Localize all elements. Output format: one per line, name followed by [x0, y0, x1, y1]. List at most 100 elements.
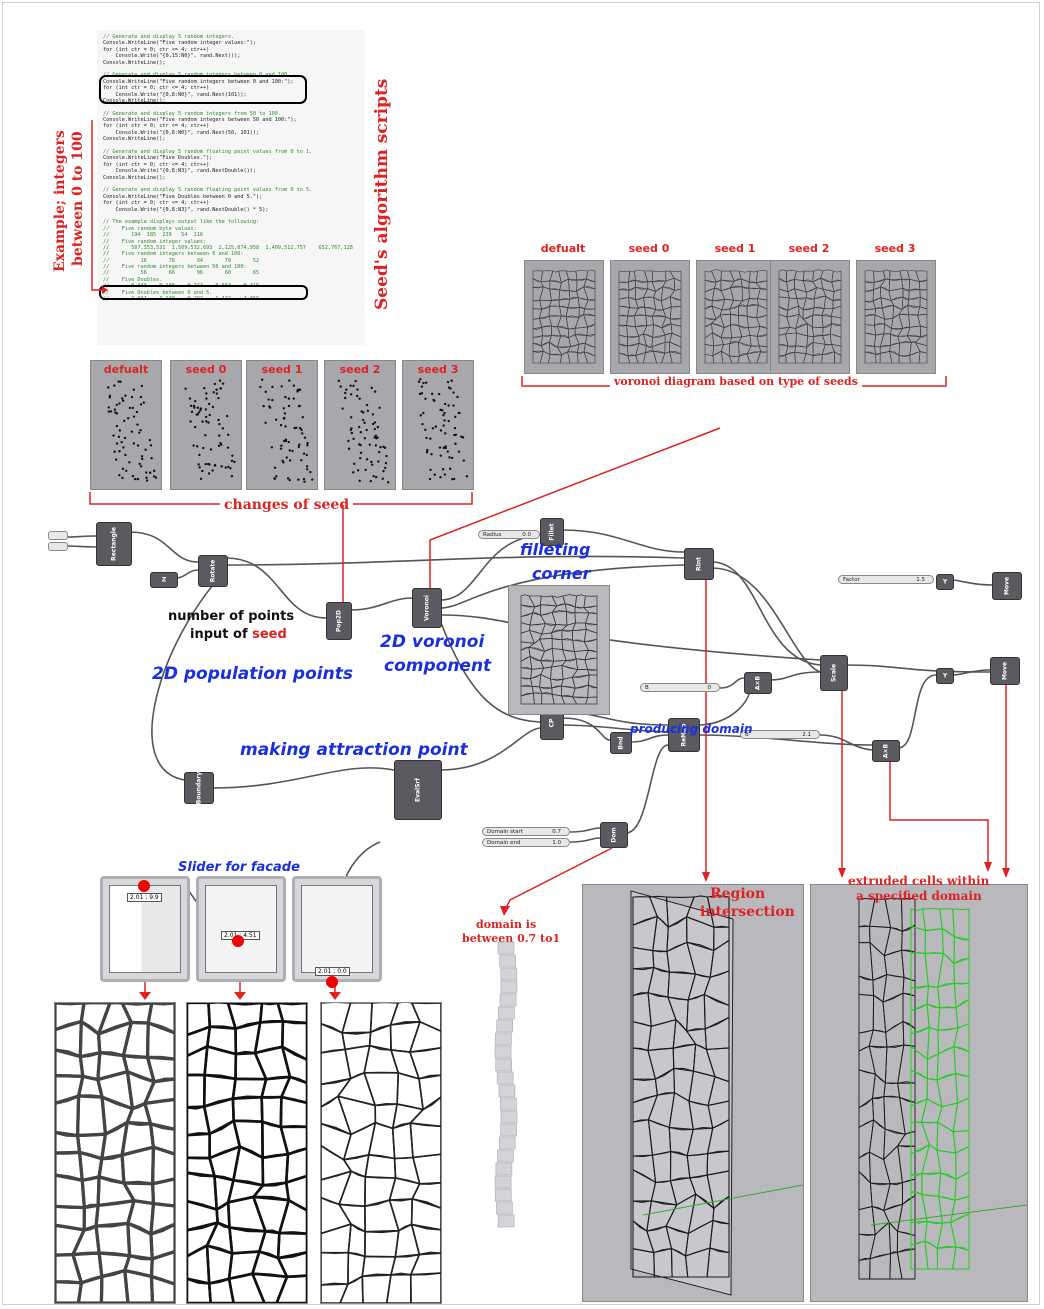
pop2d-component[interactable]: Pop2D	[326, 602, 352, 640]
code-line: // The example displays output like the …	[103, 219, 260, 226]
code-line: // Five random integers between 50 and 1…	[103, 264, 247, 271]
extruded-label-2: a specified domain	[856, 889, 982, 903]
code-line: for (int ctr = 0; ctr <= 4; ctr++)	[103, 161, 210, 168]
voronoi-panel-title: seed 0	[628, 242, 670, 255]
code-line: Console.Write("{0,8:N3}", rand.NextDoubl…	[103, 168, 257, 175]
move-component-2[interactable]: Move	[990, 657, 1020, 685]
rectangle-component[interactable]: Rectangle	[96, 522, 132, 566]
code-line: // Generate and display 5 random floatin…	[103, 149, 313, 156]
voronoi-component[interactable]: Voronoi	[412, 588, 442, 628]
code-line: for (int ctr = 0; ctr <= 4; ctr++)	[103, 46, 210, 53]
code-listing: // Generate and display 5 random integer…	[97, 30, 365, 345]
code-line: // 16 78 94 79 52	[103, 257, 260, 264]
voronoi-panel-title: seed 1	[714, 242, 756, 255]
producing-domain-label: producing domain	[630, 722, 753, 736]
code-line: Console.WriteLine("Five random integer v…	[103, 40, 257, 47]
code-line: Console.WriteLine();	[103, 174, 166, 181]
code-line: Console.WriteLine("Five Doubles between …	[103, 193, 263, 200]
filleting-label-1: filleting	[520, 540, 591, 559]
number-of-points-label: number of points	[168, 609, 295, 624]
facade-result-2	[186, 1002, 308, 1304]
code-line: // Generate and display 5 random floatin…	[103, 187, 313, 194]
rotate-component[interactable]: Rotate	[198, 555, 228, 587]
dom-component[interactable]: Dom	[600, 822, 628, 848]
rint-component[interactable]: RInt	[684, 548, 714, 580]
extruded-cells-view	[810, 884, 1028, 1302]
input-param-2[interactable]	[48, 542, 68, 551]
seeds-scripts-label: Seed's algorithm scripts	[372, 78, 392, 310]
filleting-label-2: corner	[532, 564, 591, 583]
facade-result-1	[54, 1002, 176, 1304]
voronoi-caption: voronoi diagram based on type of seeds	[610, 375, 862, 388]
code-line: // 507,353,531 1,509,532,693 2,125,074,9…	[103, 244, 353, 251]
code-line: Console.Write("{0,15:N0}", rand.Next());	[103, 53, 241, 60]
y-component-2[interactable]: Y	[936, 668, 954, 684]
boundary-component[interactable]: Boundary	[184, 772, 214, 804]
point-seed-panel: seed 0	[170, 360, 242, 490]
example-label-1: Example; integers	[52, 130, 68, 272]
slider-handle-1[interactable]	[138, 880, 150, 892]
region-label-1: Region	[710, 886, 766, 902]
graph-mapper-3[interactable]: 2.01 ; 0.0	[292, 876, 382, 982]
region-intersection-view	[582, 884, 804, 1302]
axb-component-1[interactable]: A×B	[744, 672, 772, 694]
voronoi-preview	[508, 585, 610, 715]
voronoi-seed-panel	[696, 260, 776, 374]
remap-component[interactable]: ReMap	[668, 718, 700, 752]
code-line: // Five random integers between 0 and 10…	[103, 251, 244, 258]
making-attraction-label: making attraction point	[240, 740, 468, 760]
domain-note-2: between 0.7 to1	[462, 932, 561, 945]
fillet-component[interactable]: Fillet	[540, 518, 564, 546]
voronoi-panel-title: defualt	[540, 242, 586, 255]
code-line: Console.Write("{0,8:N0}", rand.Next(50, …	[103, 129, 260, 136]
code-line: // Five random integer values:	[103, 238, 207, 245]
code-line: // 56 66 96 60 65	[103, 270, 260, 277]
slider-handle-3[interactable]	[326, 976, 338, 988]
z-component[interactable]: Z	[150, 572, 178, 588]
point-panel-title: defualt	[103, 363, 149, 376]
voronoi-component-label-1: 2D voronoi	[380, 632, 485, 652]
input-param-1[interactable]	[48, 531, 68, 540]
graph-mapper-2[interactable]: 2.01 ; 4.51	[196, 876, 286, 982]
graph-mapper-1[interactable]: 2.01 ; 9.9	[100, 876, 190, 982]
extruded-label-1: extruded cells within	[848, 874, 990, 888]
point-seed-panel: seed 1	[246, 360, 318, 490]
voronoi-seed-panel	[770, 260, 850, 374]
population-points-label: 2D population points	[152, 664, 353, 684]
code-line: Console.WriteLine("Five Doubles.");	[103, 155, 213, 162]
slider-handle-2[interactable]	[232, 935, 244, 947]
voronoi-seed-panel	[856, 260, 936, 374]
point-panel-title: seed 0	[185, 363, 227, 376]
code-line: Console.WriteLine();	[103, 59, 166, 66]
voronoi-component-label-2: component	[384, 656, 492, 676]
slider-for-facade-label: Slider for facade	[178, 860, 300, 875]
y-component-1[interactable]: Y	[936, 574, 954, 590]
voronoi-seed-panel	[524, 260, 604, 374]
facade-result-3	[320, 1002, 442, 1304]
code-line: for (int ctr = 0; ctr <= 4; ctr++)	[103, 123, 210, 130]
code-line: Console.WriteLine();	[103, 136, 166, 143]
evalsrf-component[interactable]: EvalSrf	[394, 760, 442, 820]
code-line: // Generate and display 5 random integer…	[103, 110, 282, 117]
move-component-1[interactable]: Move	[992, 572, 1022, 600]
point-panel-title: seed 3	[417, 363, 459, 376]
code-line: for (int ctr = 0; ctr <= 4; ctr++)	[103, 200, 210, 207]
code-line: Console.WriteLine("Five random integers …	[103, 117, 297, 124]
axb-component-2[interactable]: A×B	[872, 740, 900, 762]
point-seed-panel: seed 3	[402, 360, 474, 490]
scale-component[interactable]: Scale	[820, 655, 848, 691]
bnd-component[interactable]: Bnd	[610, 732, 632, 754]
voronoi-panel-title: seed 2	[788, 242, 830, 255]
voronoi-panel-title: seed 3	[874, 242, 916, 255]
voronoi-seed-panel	[610, 260, 690, 374]
code-line: // Five random byte values:	[103, 225, 197, 232]
input-of-seed-label: input of seed	[190, 627, 287, 642]
point-panel-title: seed 2	[339, 363, 381, 376]
